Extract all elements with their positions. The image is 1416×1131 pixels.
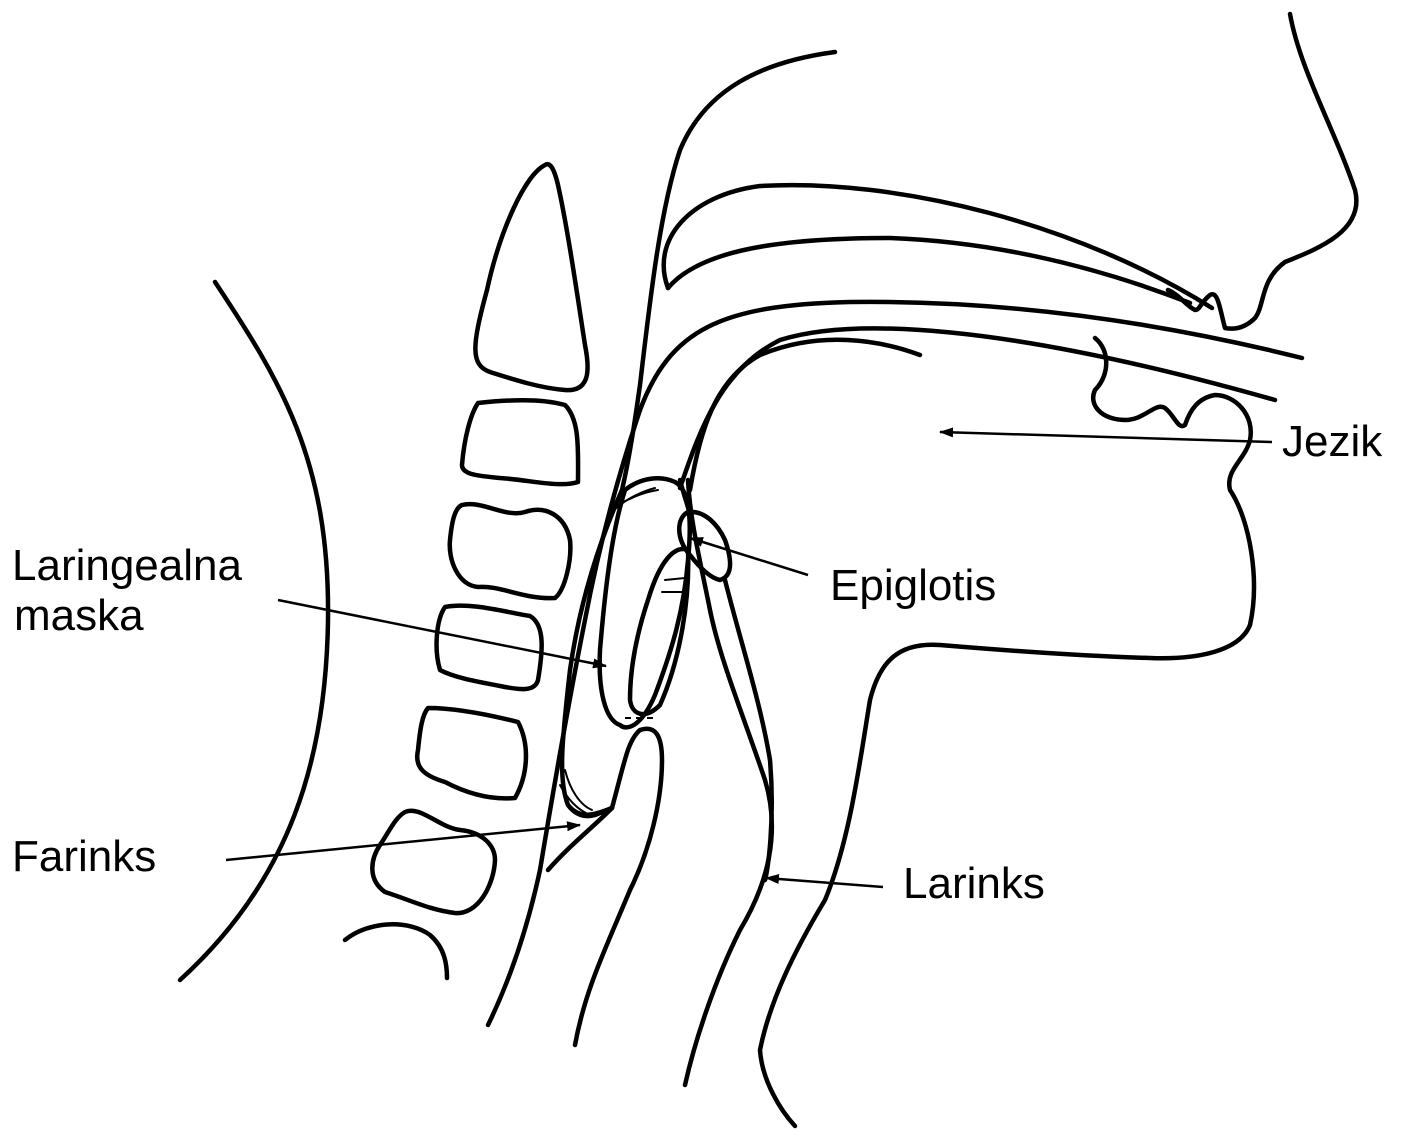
label-laryngeal-mask-line2: maska bbox=[14, 592, 144, 640]
lower-lip-chin bbox=[760, 338, 1254, 1126]
tongue-outline bbox=[690, 340, 920, 490]
vertebra-c5 bbox=[417, 708, 526, 798]
arrow-larynx bbox=[766, 878, 883, 887]
vertebra-c2 bbox=[462, 400, 578, 484]
pharynx-shadow bbox=[560, 770, 592, 815]
pharynx-tip bbox=[548, 805, 612, 870]
face-profile-nose bbox=[1168, 14, 1356, 329]
arrow-tongue bbox=[940, 432, 1272, 442]
vertebra-c1 bbox=[475, 164, 587, 390]
label-larynx: Larinks bbox=[903, 860, 1045, 908]
hard-palate-upper bbox=[640, 302, 1302, 410]
arrow-epiglottis bbox=[690, 538, 808, 575]
label-epiglottis: Epiglotis bbox=[830, 562, 996, 610]
label-tongue: Jezik bbox=[1282, 418, 1382, 466]
esophagus-outline bbox=[575, 729, 662, 1045]
label-laryngeal-mask-line1: Laringealna bbox=[12, 542, 242, 590]
neck-back-outline bbox=[180, 282, 328, 980]
nasal-passage-upper bbox=[664, 185, 1212, 308]
laryngeal-mask-shadow bbox=[612, 488, 685, 592]
nasopharynx-outer-wall bbox=[622, 52, 835, 490]
label-pharynx: Farinks bbox=[12, 833, 156, 881]
cervical-vertebrae bbox=[345, 164, 588, 978]
vertebra-c3 bbox=[450, 504, 571, 598]
nasal-passage-lower bbox=[668, 238, 1190, 303]
arrow-pharynx bbox=[226, 825, 580, 860]
vertebra-c7 bbox=[345, 924, 447, 978]
vertebra-c6 bbox=[372, 811, 495, 913]
vertebra-c4 bbox=[437, 606, 542, 689]
